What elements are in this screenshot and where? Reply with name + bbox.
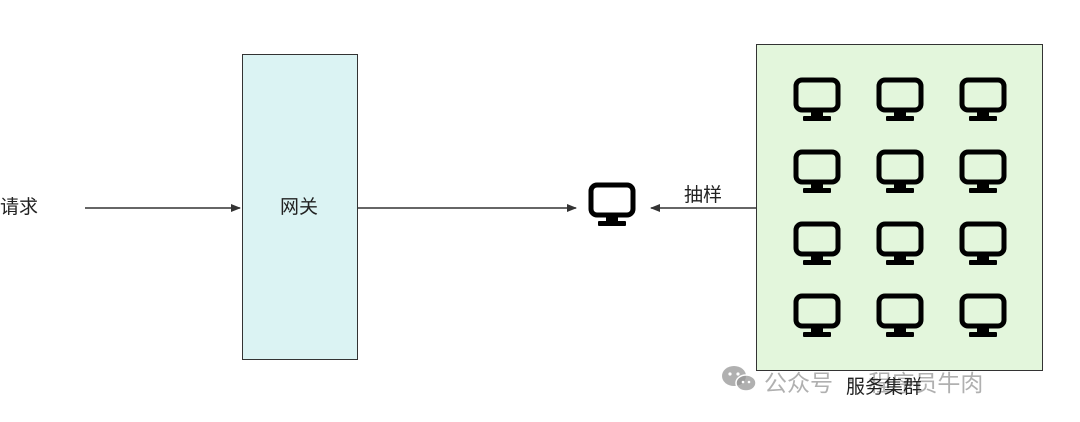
server-monitor-icon [879, 296, 921, 337]
request-label: 请求 [0, 196, 39, 218]
service-cluster-box [756, 44, 1043, 371]
cluster-label: 服务集群 [846, 376, 923, 398]
watermark-source: 公众号 [764, 371, 833, 397]
gateway-label: 网关 [280, 196, 319, 218]
server-monitor-icon [796, 80, 838, 121]
server-monitor-icon [962, 152, 1004, 193]
gateway-box [242, 54, 358, 360]
watermark: 公众号 · 程序员牛肉 [722, 364, 983, 398]
sampling-label: 抽样 [684, 184, 723, 206]
server-monitor-icon [962, 80, 1004, 121]
server-monitor-icon [879, 152, 921, 193]
wechat-icon [722, 366, 757, 392]
cluster-monitors [796, 80, 1004, 337]
server-monitor-icon [879, 224, 921, 265]
server-monitor-icon [962, 296, 1004, 337]
server-monitor-icon [879, 80, 921, 121]
server-monitor-icon [796, 152, 838, 193]
server-monitor-icon [962, 224, 1004, 265]
server-monitor-icon [796, 296, 838, 337]
watermark-separator: · [847, 368, 855, 394]
watermark-author: 程序员牛肉 [868, 371, 984, 397]
server-monitor-icon [796, 224, 838, 265]
sampler-monitor-icon [591, 185, 633, 226]
